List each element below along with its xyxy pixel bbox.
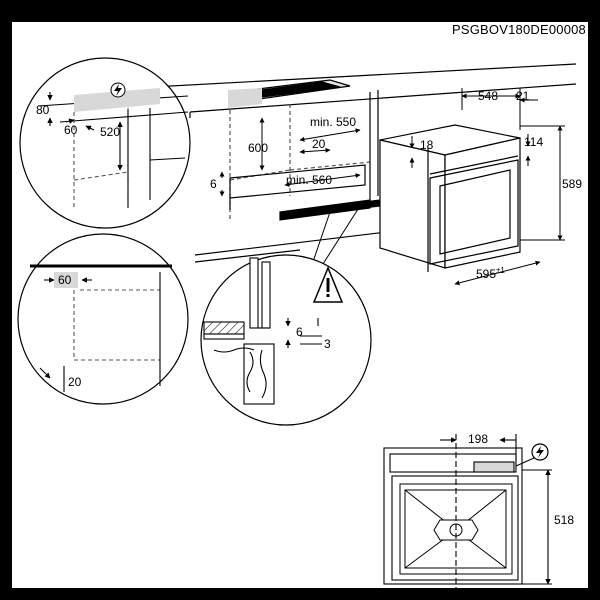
label-warning-gap-3: 3 (324, 337, 331, 351)
oven-drawing (379, 124, 521, 272)
detail-circle-mid-left: 60 20 (17, 233, 189, 405)
warning-triangle-icon (312, 266, 344, 303)
document-code: PSGBOV180DE00008 (451, 22, 586, 37)
label-detail-b-20: 20 (68, 375, 82, 389)
label-oven-depth: 548 (478, 89, 498, 103)
cabinet-dimensions (219, 117, 361, 197)
label-cabinet-side: 6 (210, 177, 217, 191)
oven-dimensions (409, 88, 565, 286)
label-detail-a-520: 520 (100, 125, 120, 139)
label-back-offset: 198 (468, 432, 488, 446)
label-cabinet-width: min. 560 (286, 173, 332, 187)
detail-circle-top-left: 80 60 520 (19, 57, 191, 229)
back-view-drawing (383, 434, 552, 588)
label-detail-a-80: 80 (36, 103, 50, 117)
label-oven-right-offset: 114 (524, 135, 543, 149)
label-cabinet-depth: min. 550 (310, 115, 356, 129)
label-oven-top-offset: 18 (420, 138, 434, 152)
label-back-height: 518 (554, 513, 574, 527)
label-oven-width: 595±1 (476, 266, 505, 281)
plinth (279, 199, 381, 221)
label-cabinet-height: 600 (248, 141, 268, 155)
hob (231, 79, 351, 101)
electric-bolt-icon (110, 82, 126, 98)
label-detail-a-60: 60 (64, 123, 78, 137)
label-detail-b-60: 60 (58, 273, 72, 287)
label-oven-front: 21 (516, 89, 530, 103)
detail-circle-warning: 6 3 (200, 205, 372, 426)
label-warning-gap-6: 6 (296, 325, 303, 339)
label-oven-height: 589 (562, 177, 582, 191)
label-cabinet-gap: 20 (312, 137, 326, 151)
electric-bolt-icon (515, 443, 549, 467)
